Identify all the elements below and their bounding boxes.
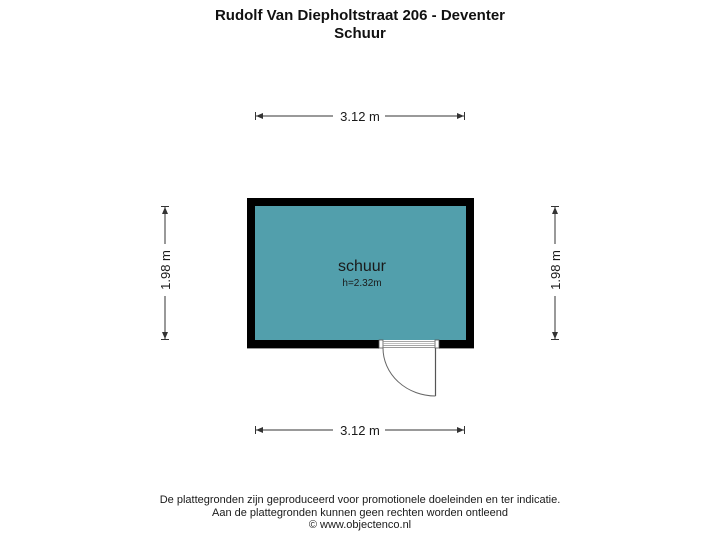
room-height-label: h=2.32m — [342, 278, 381, 289]
room-name-label: schuur — [338, 258, 387, 275]
disclaimer-line-1: De plattegronden zijn geproduceerd voor … — [159, 494, 561, 506]
floor-name-title: Schuur — [334, 25, 386, 42]
right-dimension-label: 1.98 m — [548, 250, 563, 290]
right-dimension: 1.98 m — [548, 206, 563, 340]
bottom-dimension-label: 3.12 m — [340, 423, 380, 438]
top-dimension-label: 3.12 m — [340, 109, 380, 124]
top-dimension: 3.12 m — [255, 109, 465, 124]
left-dimension-label: 1.98 m — [158, 250, 173, 290]
door-swing-arc — [382, 347, 436, 397]
left-dimension: 1.98 m — [158, 206, 173, 340]
copyright-link: © www.objectenco.nl — [308, 519, 412, 531]
disclaimer-line-2: Aan de plattegronden kunnen geen rechten… — [211, 506, 508, 519]
bottom-dimension: 3.12 m — [255, 423, 465, 438]
door — [378, 339, 440, 397]
room-schuur: schuur h=2.32m — [247, 198, 474, 349]
room-floor — [255, 206, 466, 340]
property-address-title: Rudolf Van Diepholtstraat 206 - Deventer — [214, 7, 506, 24]
